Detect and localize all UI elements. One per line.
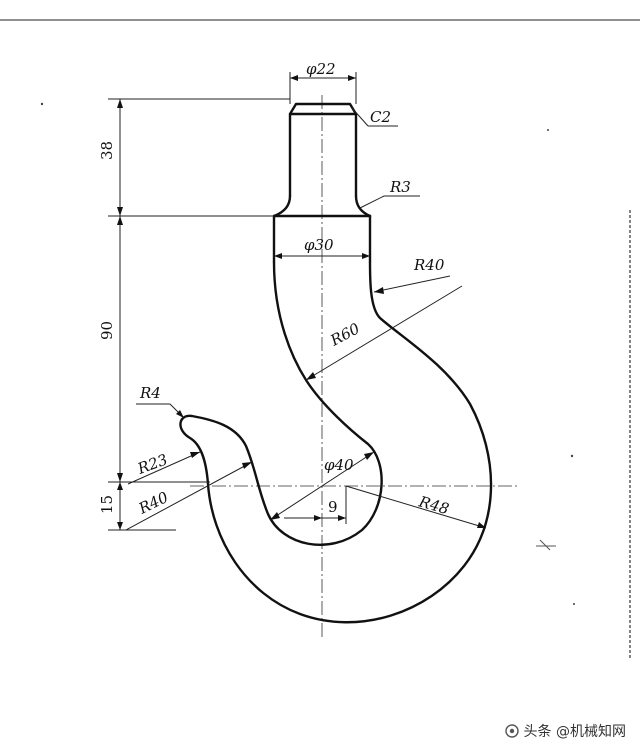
dim-offset [284,486,347,524]
label-outer-radius: R48 [416,492,451,518]
dim-bottom-offset [108,482,176,531]
hook-outline [179,102,493,624]
chamfer-head [288,102,358,116]
label-tip-outer-radius: R40 [135,488,172,518]
fillet-leader [359,195,385,209]
scan-marks [40,102,575,605]
dim-neck-diameter [274,253,370,259]
label-offset: 9 [328,498,338,516]
label-neck-diameter: φ30 [304,236,334,254]
label-shank-height: 38 [98,141,116,160]
label-outer-back-radius: R40 [413,256,445,274]
label-body-height: 90 [98,321,116,340]
dim-body-height [108,216,210,483]
tip-inner-leader [127,451,201,485]
label-chamfer: C2 [370,108,391,126]
label-tip-radius: R4 [139,384,161,402]
label-tip-inner-radius: R23 [134,450,170,478]
label-bottom-offset: 15 [98,495,116,514]
dim-shank-height [108,98,290,217]
watermark-icon [504,724,519,738]
back-radius-leader [373,275,451,293]
tip-outer-leader [125,461,253,531]
label-fillet-small: R3 [389,178,411,196]
inner-arc-leader [305,285,463,381]
throat-diameter-line [269,451,375,521]
label-top-diameter: φ22 [306,60,336,78]
watermark-text: 头条 @机械知网 [523,724,626,740]
label-throat-diameter: φ40 [324,456,354,474]
chamfer-leader [351,107,369,127]
watermark: 头条 @机械知网 [504,721,626,741]
outer-radius-leader [345,485,487,529]
dim-top-diameter [289,72,357,104]
label-inner-arc-radius: R60 [327,319,364,350]
